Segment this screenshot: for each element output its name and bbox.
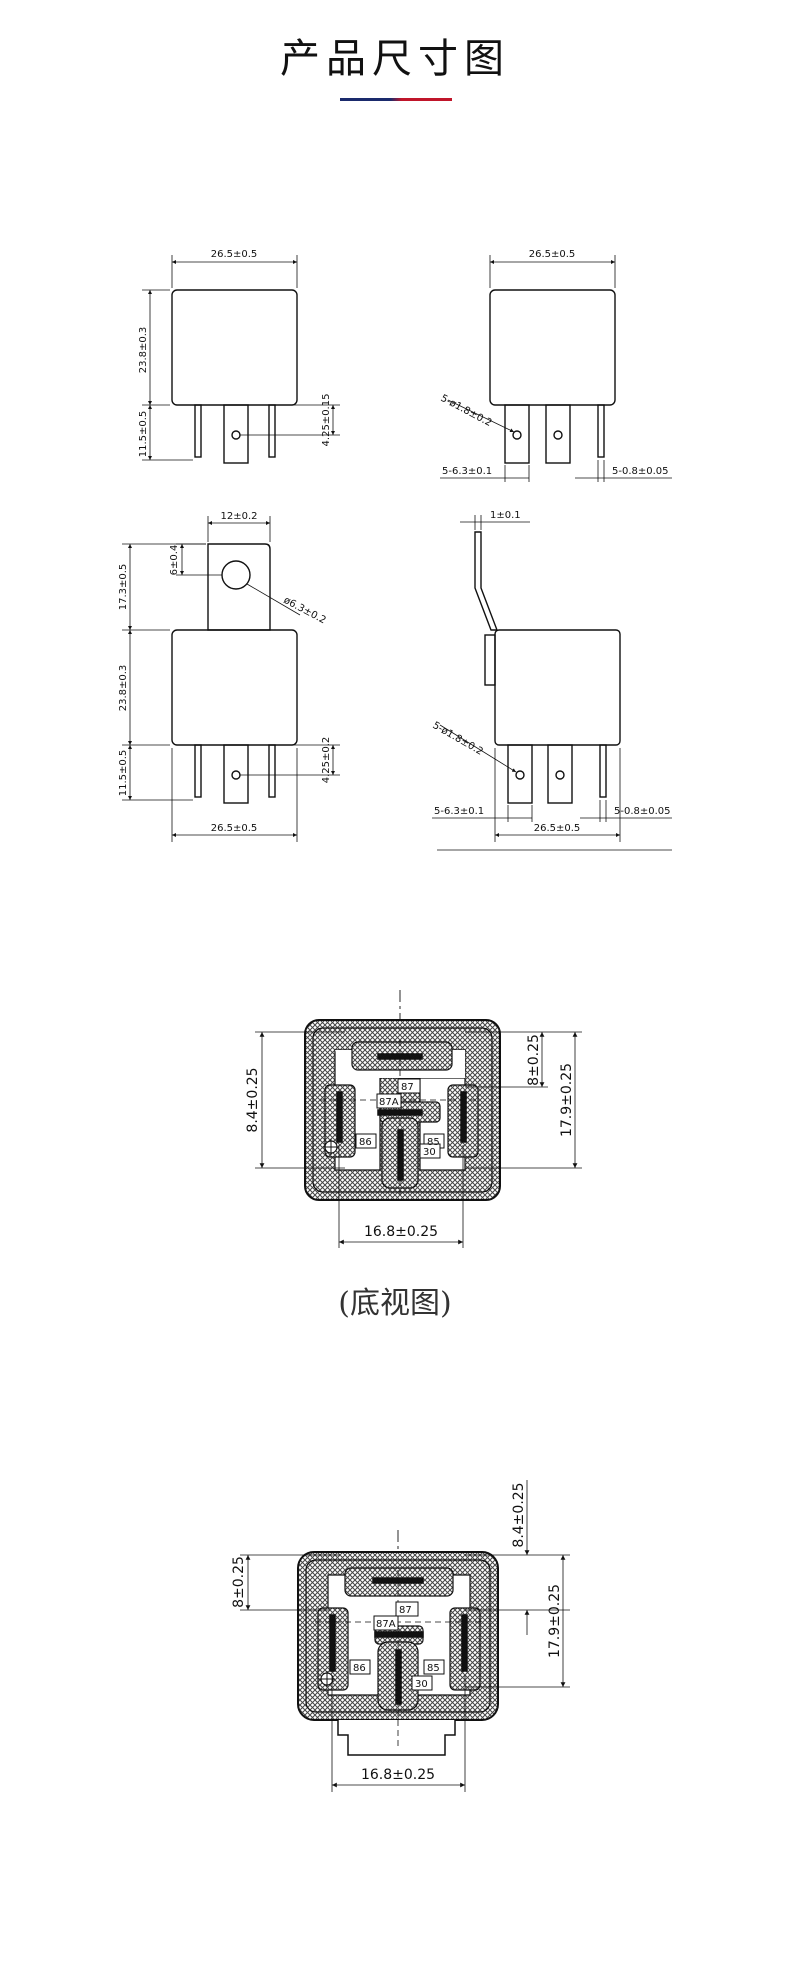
pin-87a-label: 87A [379,1097,399,1108]
dim-tab-hole: ø6.3±0.2 [282,595,328,626]
dim-bracket-pin-offset: 4.25±0.2 [321,737,332,784]
dim-front-pin-length: 11.5±0.5 [138,411,149,458]
dim-tab-height: 17.3±0.5 [118,564,129,611]
dim-bottom2-left: 8±0.25 [231,1556,247,1608]
bottom-view-1: 87 87A 86 85 30 8.4±0.25 8±0.25 17.9±0.2… [245,990,582,1248]
dim-bracket-side-width: 26.5±0.5 [534,823,581,834]
dim-bottom1-right-top: 8±0.25 [526,1034,542,1086]
dim-bottom2-bottom: 16.8±0.25 [361,1767,435,1783]
pin-87a-label-2: 87A [376,1619,396,1630]
pin-87-label: 87 [401,1082,414,1093]
dim-front-height: 23.8±0.3 [138,327,149,374]
dim-bracket-width: 26.5±0.5 [211,823,258,834]
side-view [440,255,672,482]
pin-30-label-2: 30 [415,1679,428,1690]
dim-bracket-side-pin-width: 5-6.3±0.1 [434,806,484,817]
bracket-side-view [432,515,672,851]
dim-front-pin-offset: 4.25±0.15 [321,394,332,447]
page-title: 产品尺寸图 [280,36,510,82]
bracket-front-view [122,516,340,842]
dim-tab-top: 6±0.4 [169,545,180,576]
dim-bracket-thickness: 1±0.1 [490,510,521,521]
front-view [142,255,340,464]
dim-side-pin-thickness: 5-0.8±0.05 [612,466,669,477]
pin-30-label: 30 [423,1147,436,1158]
dim-bracket-pin-length: 11.5±0.5 [118,750,129,797]
dimension-drawings: 26.5±0.5 23.8±0.3 11.5±0.5 4.25±0.15 26.… [118,249,672,851]
dim-bottom1-bottom: 16.8±0.25 [364,1224,438,1240]
dim-front-width: 26.5±0.5 [211,249,258,260]
dim-side-pin-width: 5-6.3±0.1 [442,466,492,477]
pin-86-label: 86 [359,1137,372,1148]
dim-side-hole: 5-ø1.8±0.2 [439,393,494,429]
dim-tab-width: 12±0.2 [220,511,257,522]
dim-bracket-side-pin-thickness: 5-0.8±0.05 [614,806,671,817]
pin-85-label: 85 [427,1137,440,1148]
dim-bottom2-top-right: 8.4±0.25 [511,1482,527,1547]
pin-85-label-2: 85 [427,1663,440,1674]
pin-86-label-2: 86 [353,1663,366,1674]
title-underline [340,98,452,101]
dim-bottom1-right: 17.9±0.25 [559,1063,575,1137]
dim-bottom1-left: 8.4±0.25 [245,1067,261,1132]
dim-side-width: 26.5±0.5 [529,249,576,260]
dim-bracket-side-hole: 5-ø1.8±0.2 [431,720,485,758]
dim-bottom2-right: 17.9±0.25 [547,1584,563,1658]
bottom-view-2: 87 87A 86 85 30 8±0.25 8.4±0.25 17.9±0.2… [231,1480,570,1792]
dim-bracket-height: 23.8±0.3 [118,665,129,712]
pin-87-label-2: 87 [399,1605,412,1616]
bottom-view-caption: (底视图) [338,1286,452,1321]
